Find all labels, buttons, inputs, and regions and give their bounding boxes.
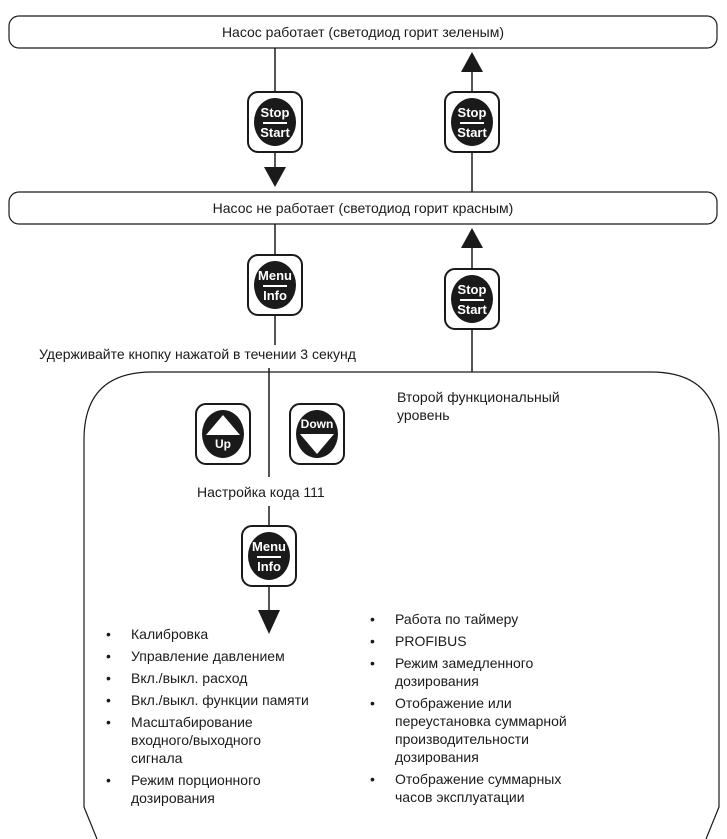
- start-label: Start: [457, 125, 487, 140]
- second-level-panel: [83, 371, 720, 839]
- list-item: Калибровка: [105, 625, 365, 643]
- stop-label: Stop: [457, 282, 487, 297]
- stop-label: Stop: [260, 105, 290, 120]
- hold-instruction: Удерживайте кнопку нажатой в течении 3 с…: [37, 345, 358, 363]
- list-item: Управление давлением: [105, 647, 365, 665]
- state-running-label: Насос работает (светодиод горит зеленым): [221, 24, 505, 40]
- menu-label: Menu: [252, 539, 286, 554]
- stop-start-button[interactable]: Stop Start: [444, 268, 500, 330]
- up-button[interactable]: Up: [195, 403, 251, 465]
- second-level-title: Второй функциональный уровень: [397, 389, 560, 423]
- menu-info-button[interactable]: Menu Info: [247, 254, 303, 316]
- arrow-up-icon: [206, 415, 240, 435]
- list-item: Вкл./выкл. расход: [105, 669, 365, 687]
- down-label: Down: [300, 417, 334, 431]
- left-function-list: Калибровка Управление давлением Вкл./вык…: [105, 625, 365, 811]
- stop-start-button[interactable]: Stop Start: [247, 91, 303, 153]
- menu-info-button[interactable]: Menu Info: [241, 525, 297, 587]
- start-label: Start: [457, 302, 487, 317]
- stop-label: Stop: [457, 105, 487, 120]
- list-item: Масштабирование входного/выходного сигна…: [105, 713, 365, 767]
- list-item: Режим замедленного дозирования: [369, 654, 709, 690]
- start-label: Start: [260, 125, 290, 140]
- info-label: Info: [257, 559, 281, 574]
- down-button[interactable]: Down: [289, 403, 345, 465]
- list-item: Работа по таймеру: [369, 610, 709, 628]
- list-item: Режим порционного дозирования: [105, 771, 365, 807]
- code-setting-label: Настройка кода 111: [197, 484, 325, 500]
- right-function-list: Работа по таймеру PROFIBUS Режим замедле…: [369, 610, 709, 810]
- info-label: Info: [263, 288, 287, 303]
- state-stopped-label: Насос не работает (светодиод горит красн…: [212, 200, 514, 216]
- list-item: Вкл./выкл. функции памяти: [105, 691, 365, 709]
- menu-label: Menu: [258, 268, 292, 283]
- stop-start-button[interactable]: Stop Start: [444, 91, 500, 153]
- arrow-up-to-running: [461, 52, 483, 72]
- arrow-down-to-stopped: [264, 167, 286, 187]
- list-item: PROFIBUS: [369, 632, 709, 650]
- arrow-down-to-functions: [258, 610, 280, 634]
- state-box-running: [8, 15, 718, 49]
- up-label: Up: [215, 437, 231, 451]
- list-item: Отображение суммарных часов эксплуатации: [369, 770, 709, 806]
- arrow-down-icon: [300, 434, 334, 454]
- arrow-up-to-stopped: [461, 228, 483, 248]
- state-box-stopped: [8, 191, 718, 225]
- list-item: Отображение или переустановка суммарной …: [369, 694, 709, 766]
